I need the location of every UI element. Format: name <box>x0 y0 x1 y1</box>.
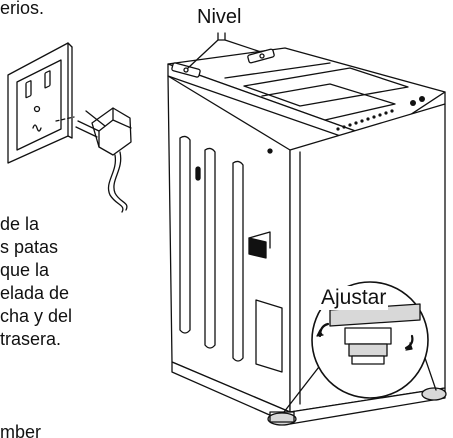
adjust-label: Ajustar <box>319 286 389 310</box>
paragraph-line: elada de <box>0 283 70 303</box>
power-plug-illustration <box>55 107 132 213</box>
paragraph-line: que la <box>0 260 50 280</box>
bottom-text-fragment: mber <box>0 422 42 438</box>
top-text-fragment: erios. <box>0 0 45 18</box>
paragraph-line: de la <box>0 214 40 234</box>
paragraph-line: s patas <box>0 237 59 257</box>
wall-outlet-illustration <box>7 42 73 164</box>
level-bubbles <box>171 48 275 78</box>
paragraph-line: trasera. <box>0 329 62 349</box>
level-label: Nivel <box>197 6 242 28</box>
paragraph-line: cha y del <box>0 306 73 326</box>
